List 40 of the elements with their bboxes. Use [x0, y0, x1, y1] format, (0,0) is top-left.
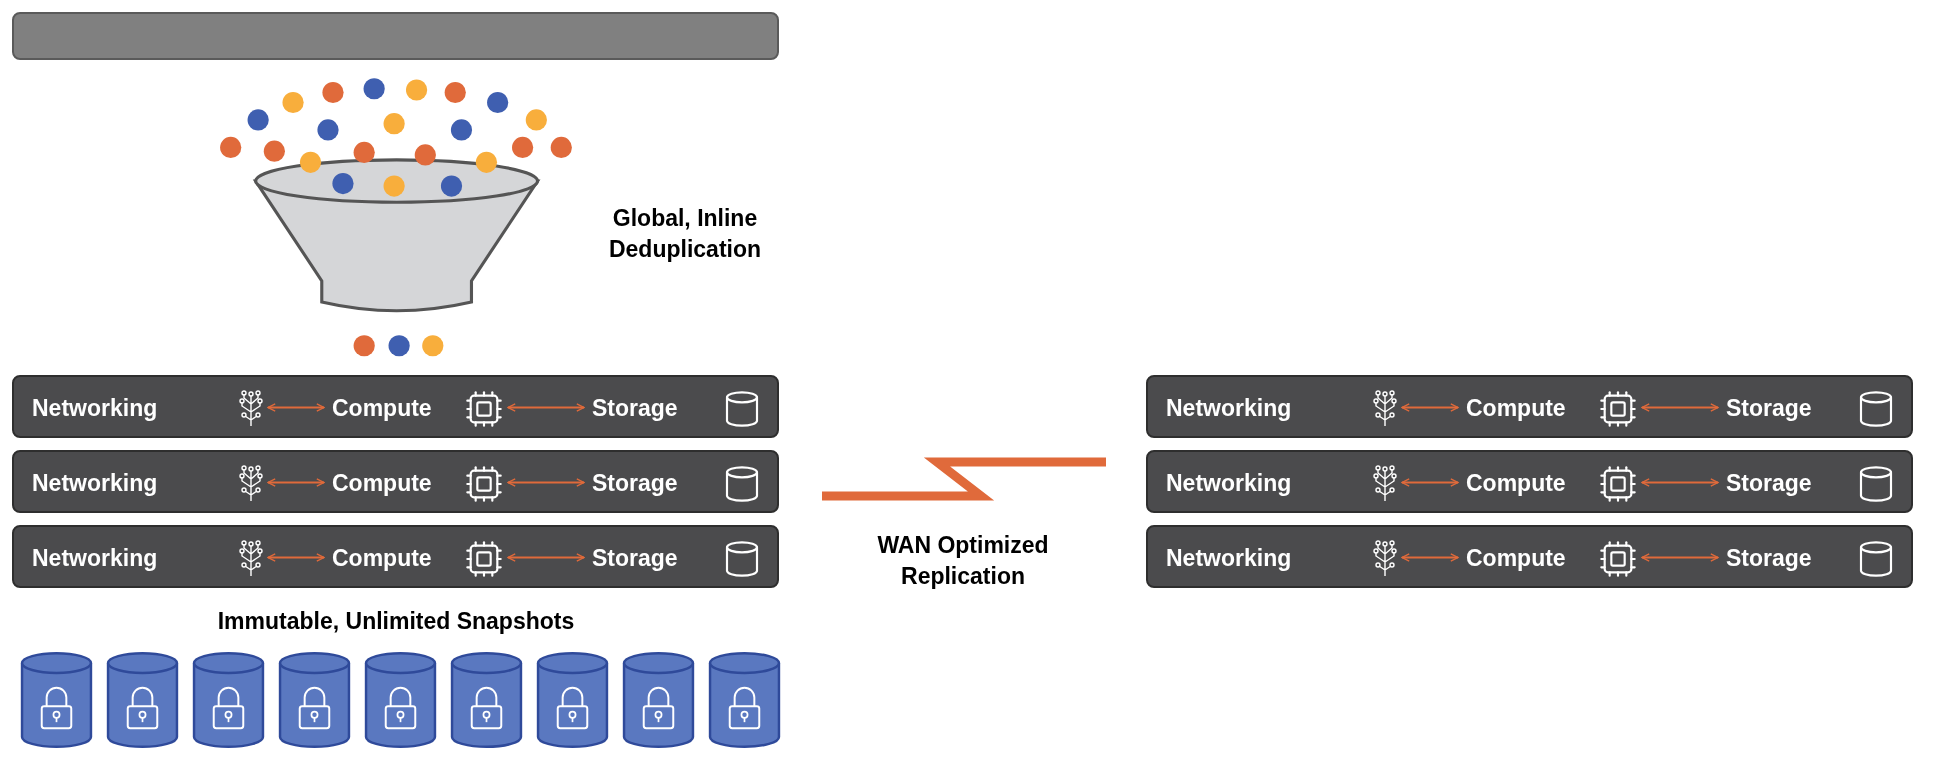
double-arrow: [1641, 553, 1719, 562]
component-label: Compute: [332, 544, 432, 574]
component-row-panel: [12, 375, 779, 438]
double-arrow: [1401, 478, 1459, 487]
component-label: Networking: [1166, 544, 1292, 574]
double-arrow: [1401, 403, 1459, 412]
component-label: Storage: [1726, 394, 1812, 424]
component-label: Networking: [1166, 394, 1292, 424]
double-arrow: [267, 553, 325, 562]
component-label: Compute: [332, 469, 432, 499]
component-label: Storage: [592, 469, 678, 499]
double-arrow: [1641, 403, 1719, 412]
component-label: Compute: [1466, 544, 1566, 574]
double-arrow: [1641, 478, 1719, 487]
double-arrow: [507, 553, 585, 562]
caption-text: Immutable, Unlimited Snapshots: [216, 607, 576, 636]
caption-text: WAN Optimized Replication: [876, 531, 1050, 591]
double-arrow: [267, 478, 325, 487]
component-label: Storage: [1726, 469, 1812, 499]
component-label: Compute: [332, 394, 432, 424]
double-arrow: [267, 403, 325, 412]
component-label: Networking: [1166, 469, 1292, 499]
component-label: Networking: [32, 544, 158, 574]
double-arrow: [507, 403, 585, 412]
component-label: Storage: [1726, 544, 1812, 574]
header-bar: [12, 12, 779, 60]
component-row-panel: [12, 525, 779, 588]
component-row-panel: [1146, 450, 1913, 513]
double-arrow: [507, 478, 585, 487]
component-row-panel: [1146, 375, 1913, 438]
component-row-panel: [1146, 525, 1913, 588]
double-arrow: [1401, 553, 1459, 562]
component-row-panel: [12, 450, 779, 513]
component-label: Compute: [1466, 469, 1566, 499]
component-label: Networking: [32, 394, 158, 424]
component-label: Compute: [1466, 394, 1566, 424]
component-label: Networking: [32, 469, 158, 499]
component-label: Storage: [592, 544, 678, 574]
caption-text: Global, Inline Deduplication: [607, 204, 763, 264]
component-label: Storage: [592, 394, 678, 424]
